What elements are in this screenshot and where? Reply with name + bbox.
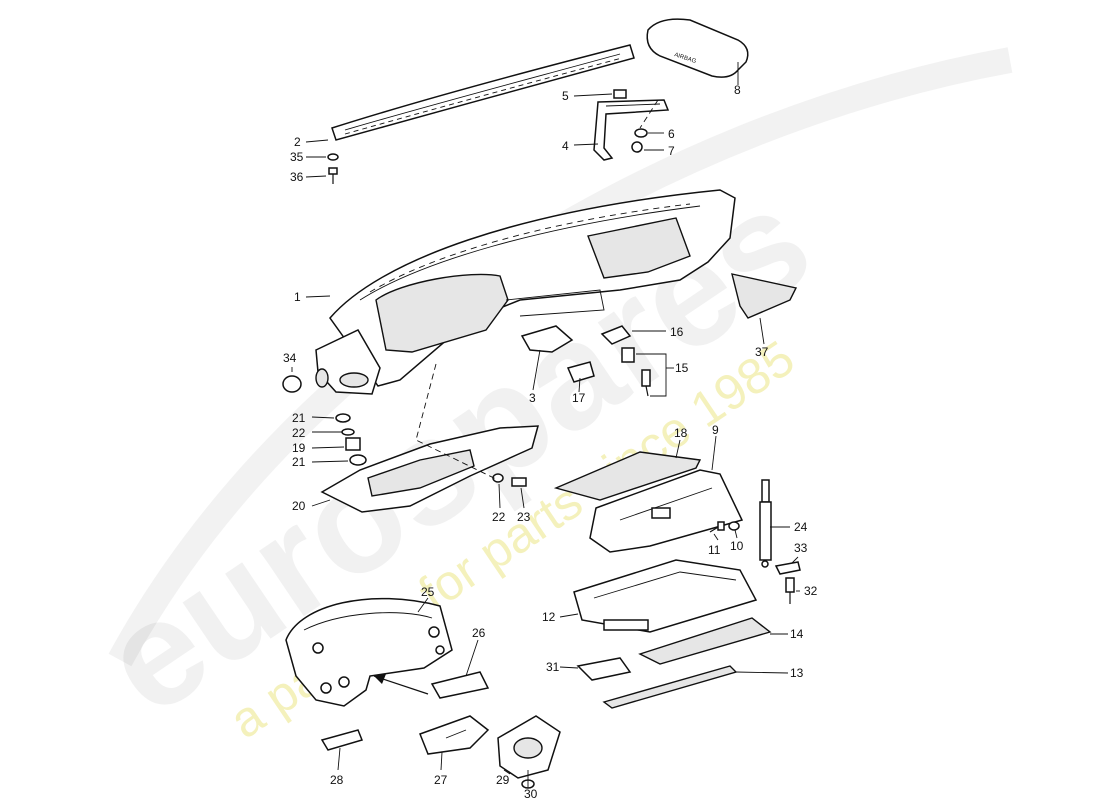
callout-11: 11 [708,543,721,557]
callout-31: 31 [546,660,560,674]
callout-26: 26 [472,626,486,640]
callout-6: 6 [668,127,675,141]
part-glovebox-liner [553,451,702,501]
callout-10: 10 [730,539,744,553]
part-glovebox-housing [589,469,744,553]
part-cover [430,671,490,699]
part-plug [282,375,302,393]
callout-13: 13 [790,666,804,680]
callout-24: 24 [794,520,808,534]
callout-18: 18 [674,426,688,440]
part-cluster-shroud [285,597,453,707]
callout-16: 16 [670,325,684,339]
callout-37: 37 [755,345,769,359]
leader-lines [291,62,800,788]
callout-21-top: 21 [292,411,306,425]
callout-34: 34 [283,351,297,365]
part-screws-10-11 [709,521,740,533]
part-airbag-bracket [593,89,670,161]
callout-21-bottom: 21 [292,455,306,469]
part-knobs [335,413,367,466]
callout-27: 27 [434,773,448,787]
callout-36: 36 [290,170,304,184]
callout-22-right: 22 [492,510,506,524]
part-mat [638,617,772,665]
part-defroster-vent [331,44,635,141]
callout-1: 1 [294,290,301,304]
part-lower-trim [320,425,539,513]
callout-35: 35 [290,150,304,164]
callout-14: 14 [790,627,804,641]
callout-22-left: 22 [292,426,306,440]
part-dashboard [315,189,736,395]
callout-4: 4 [562,139,569,153]
callout-28: 28 [330,773,344,787]
part-plate [320,729,364,751]
callout-20: 20 [292,499,306,513]
callout-19: 19 [292,441,306,455]
callout-7: 7 [668,144,675,158]
callout-3: 3 [529,391,536,405]
part-airbag-cover: AIRBAG [646,18,749,78]
part-gas-strut [759,479,772,568]
part-handle [576,657,632,681]
part-side-panel [731,273,798,319]
callout-15: 15 [675,361,689,375]
part-fasteners-35-36 [327,153,339,184]
callout-17: 17 [572,391,586,405]
callout-2: 2 [294,135,301,149]
callouts: 1 2 3 4 5 6 7 8 9 10 11 12 13 14 15 16 1… [283,83,818,800]
callout-30: 30 [524,787,538,800]
part-switches [520,325,651,397]
callout-25: 25 [421,585,435,599]
callout-23: 23 [517,510,531,524]
callout-8: 8 [734,83,741,97]
part-trim-ring [497,715,561,779]
part-glovebox-lid [573,559,758,633]
callout-12: 12 [542,610,556,624]
callout-29: 29 [496,773,510,787]
part-bracket [419,715,490,755]
part-latch-33-32 [774,561,801,604]
callout-9: 9 [712,423,719,437]
callout-5: 5 [562,89,569,103]
callout-33: 33 [794,541,808,555]
watermark: eurospares a passion for parts since 198… [74,47,1013,749]
callout-32: 32 [804,584,818,598]
